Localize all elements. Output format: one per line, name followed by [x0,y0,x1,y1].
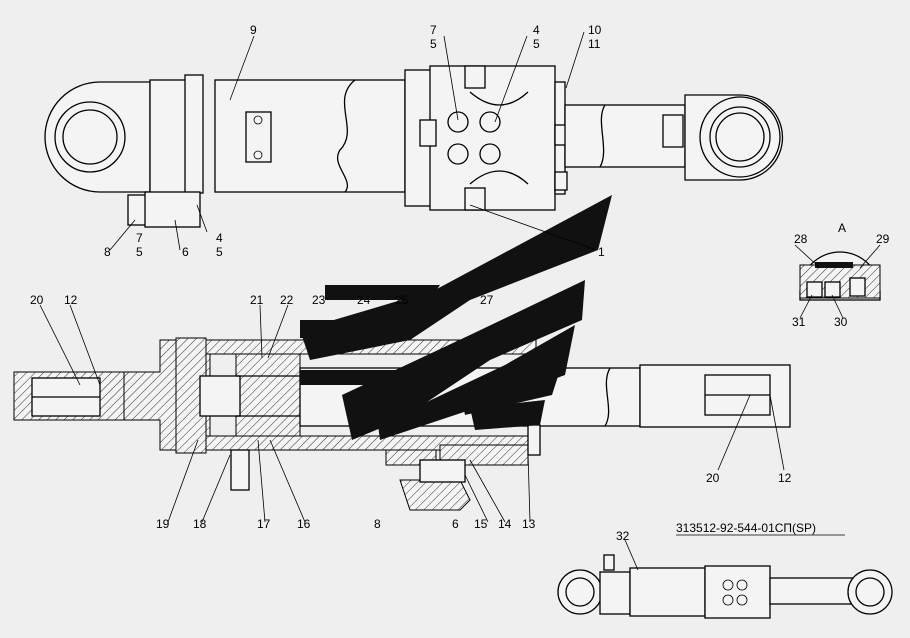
callout-1: 1 [598,245,605,259]
callout-19: 19 [156,517,170,531]
callout-21: 21 [250,293,264,307]
callout-6b: 6 [452,517,459,531]
callout-12b: 12 [778,471,792,485]
callout-12: 12 [64,293,78,307]
callout-24: 24 [357,293,371,307]
callout-4b: 4 [216,231,223,245]
callout-27: 27 [480,293,494,307]
callout-11: 11 [588,37,601,51]
callout-5c: 5 [136,245,143,259]
callout-31: 31 [792,315,806,329]
small-overview [557,554,893,619]
brand-logo-mark [300,195,612,440]
callout-8b: 8 [374,517,381,531]
callout-5: 5 [430,37,437,51]
callout-22: 22 [280,293,294,307]
callout-9: 9 [250,23,257,37]
callout-28: 28 [794,232,808,246]
callout-29: 29 [876,232,890,246]
top-view [44,65,784,228]
callout-17: 17 [257,517,271,531]
callout-labels: 9 7 5 4 5 10 11 8 7 5 6 4 5 1 A 28 29 31… [30,23,890,543]
callout-7: 7 [430,23,437,37]
callout-32: 32 [616,529,630,543]
callout-30: 30 [834,315,848,329]
callout-13: 13 [522,517,536,531]
callout-7b: 7 [136,231,143,245]
callout-5b: 5 [533,37,540,51]
callout-23: 23 [312,293,326,307]
callout-10: 10 [588,23,602,37]
leader-lines [39,31,881,571]
callout-18: 18 [193,517,207,531]
callout-5d: 5 [216,245,223,259]
callout-15: 15 [474,517,488,531]
callout-4: 4 [533,23,540,37]
callout-6: 6 [182,245,189,259]
callout-8: 8 [104,245,111,259]
detail-a [799,251,881,301]
section-view [13,337,791,511]
callout-25: 25 [395,293,409,307]
drawing-code: 313512-92-544-01СП(SP) [676,521,816,535]
callout-14: 14 [498,517,512,531]
callout-20b: 20 [706,471,720,485]
callout-20: 20 [30,293,44,307]
callout-16: 16 [297,517,311,531]
section-label-a: A [838,221,846,235]
